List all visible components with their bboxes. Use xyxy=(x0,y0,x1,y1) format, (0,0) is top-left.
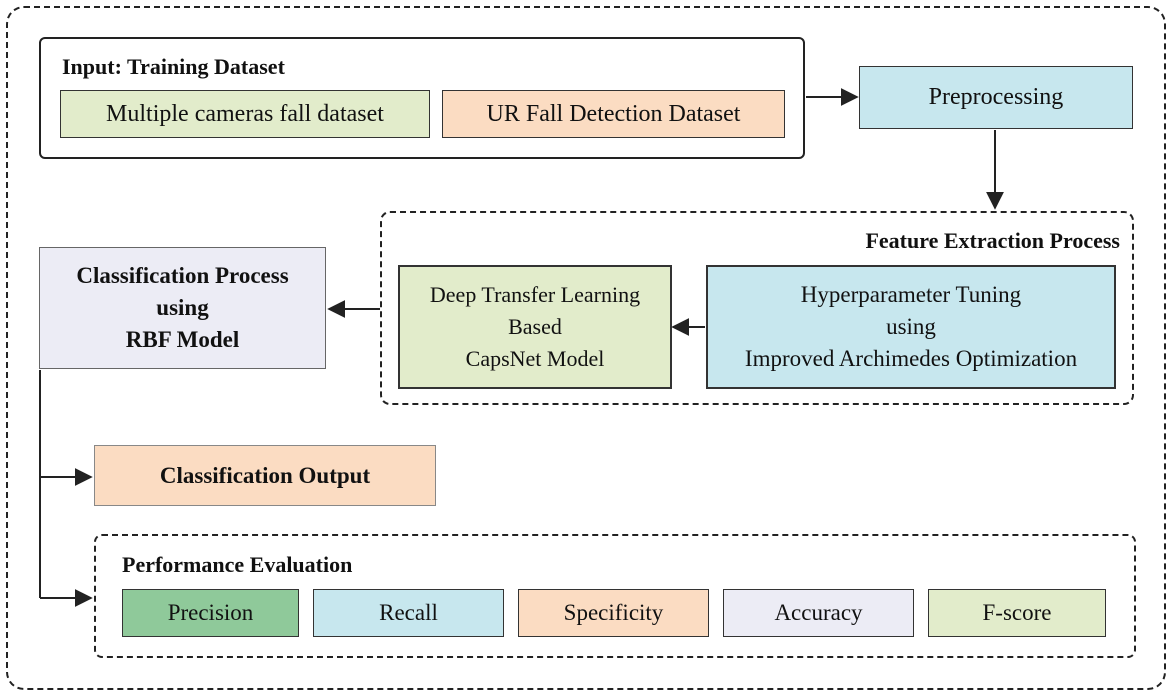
feature-extraction-panel xyxy=(380,211,1134,405)
hyperparameter-line-1: Hyperparameter Tuning xyxy=(800,282,1022,307)
performance-evaluation-panel xyxy=(94,534,1136,658)
classification-output-box: Classification Output xyxy=(94,445,436,506)
metric-precision-label: Precision xyxy=(167,600,254,625)
classification-line-2: using xyxy=(156,295,209,320)
classification-output-label: Classification Output xyxy=(159,462,371,488)
metric-accuracy: Accuracy xyxy=(723,589,914,637)
dataset-ur-fall-label: UR Fall Detection Dataset xyxy=(486,100,741,127)
capsnet-box: Deep Transfer Learning Based CapsNet Mod… xyxy=(398,265,672,389)
performance-evaluation-title: Performance Evaluation xyxy=(122,552,353,577)
metric-precision: Precision xyxy=(122,589,299,637)
metric-recall: Recall xyxy=(313,589,504,637)
capsnet-line-3: CapsNet Model xyxy=(465,346,605,371)
dataset-multiple-cameras-label: Multiple cameras fall dataset xyxy=(106,100,384,127)
hyperparameter-box: Hyperparameter Tuning using Improved Arc… xyxy=(706,265,1116,389)
outer-frame xyxy=(6,6,1166,690)
classification-process-box: Classification Process using RBF Model xyxy=(39,247,326,369)
metric-accuracy-label: Accuracy xyxy=(774,600,863,625)
metric-fscore-label: F-score xyxy=(982,600,1052,625)
metric-recall-label: Recall xyxy=(379,600,438,625)
classification-line-3: RBF Model xyxy=(125,327,240,352)
metric-specificity: Specificity xyxy=(518,589,709,637)
metric-fscore: F-score xyxy=(928,589,1106,637)
dataset-multiple-cameras: Multiple cameras fall dataset xyxy=(60,90,430,138)
input-title: Input: Training Dataset xyxy=(62,54,285,79)
classification-line-1: Classification Process xyxy=(76,263,289,288)
hyperparameter-line-3: Improved Archimedes Optimization xyxy=(744,346,1078,371)
dataset-ur-fall: UR Fall Detection Dataset xyxy=(442,90,785,138)
capsnet-line-2: Based xyxy=(508,314,562,339)
preprocessing-label: Preprocessing xyxy=(928,84,1064,110)
hyperparameter-line-2: using xyxy=(886,314,936,339)
preprocessing-box: Preprocessing xyxy=(859,66,1133,129)
feature-extraction-title: Feature Extraction Process xyxy=(865,228,1120,253)
metric-specificity-label: Specificity xyxy=(563,600,664,625)
capsnet-line-1: Deep Transfer Learning xyxy=(429,282,641,307)
